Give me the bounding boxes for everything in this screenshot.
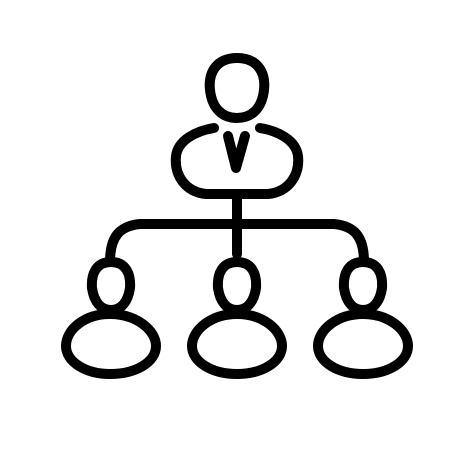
manager-head [204,53,270,123]
subordinate-left-head [86,257,136,315]
subordinate-right-head [338,257,388,315]
manager-tie [223,131,250,173]
manager-figure [170,53,304,199]
connector-horizontal-branch [105,219,369,267]
subordinate-left-body [61,309,161,379]
subordinate-figure-right [313,257,413,379]
hierarchy-connectors [105,191,369,267]
subordinate-center-body [187,309,287,379]
subordinate-figure-center [187,257,287,379]
subordinate-right-body [313,309,413,379]
subordinate-figure-left [61,257,161,379]
subordinate-center-head [212,257,262,315]
